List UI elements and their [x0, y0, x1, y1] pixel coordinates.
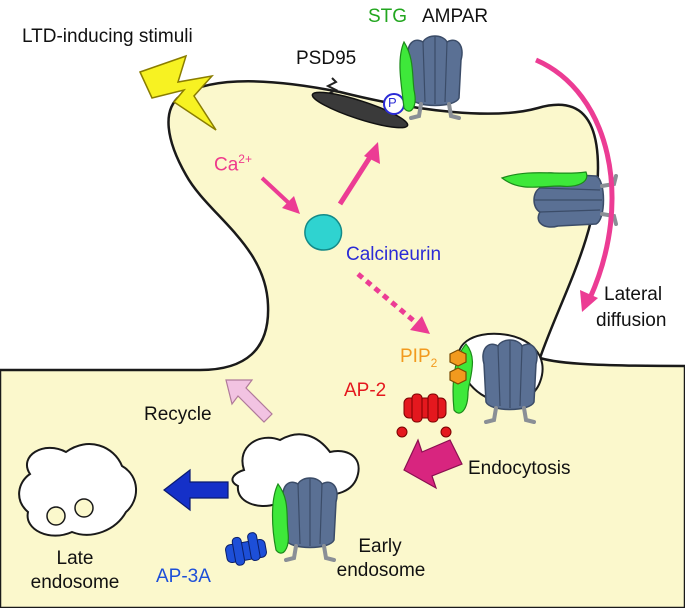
early-stg-icon — [271, 482, 289, 554]
endocytosis-label: Endocytosis — [468, 458, 571, 479]
late-label-line1: Late — [56, 548, 94, 569]
endocytosis-arrow — [403, 438, 463, 490]
early-label-line2: endosome — [336, 560, 426, 581]
late-label-line2: endosome — [30, 572, 120, 593]
calcineurin-to-pit-arrow — [356, 272, 422, 328]
pip2-icon — [449, 349, 467, 385]
lateral-stg-icon — [500, 171, 588, 188]
early-label-line1: Early — [358, 536, 402, 557]
vesicle-icon — [74, 498, 94, 518]
dashed-arrowhead — [410, 316, 430, 334]
calcineurin-to-psd95-arrow — [337, 152, 375, 206]
pip2-label: PIP2 — [400, 346, 438, 370]
ca-arrowhead — [282, 196, 300, 214]
ap3a-icon — [225, 532, 267, 566]
recycle-arrow — [225, 379, 273, 423]
ap2-label: AP-2 — [344, 380, 387, 401]
lateral-label-line2: diffusion — [596, 310, 667, 331]
phospho-label: P — [388, 95, 397, 110]
calcineurin-arrowhead — [364, 142, 380, 164]
ap3a-label: AP-3A — [156, 566, 211, 587]
ca-label: Ca2+ — [214, 152, 252, 176]
ampar-label: AMPAR — [422, 6, 489, 27]
psd95-label: PSD95 — [296, 48, 357, 69]
lightning-icon — [138, 54, 217, 131]
ca-arrow — [260, 176, 294, 208]
recycle-label: Recycle — [144, 404, 212, 425]
lateral-diffusion-arrow — [535, 57, 615, 300]
stg-icon — [399, 40, 416, 112]
lateral-arrowhead — [580, 290, 598, 312]
calcineurin-icon — [304, 214, 343, 251]
stimuli-label: LTD-inducing stimuli — [22, 26, 193, 47]
stg-label: STG — [368, 6, 408, 27]
lateral-label-line1: Lateral — [604, 284, 663, 305]
to-late-endosome-arrow — [163, 468, 229, 512]
late-endosome — [18, 443, 137, 537]
vesicle-icon — [46, 506, 66, 526]
calcineurin-label: Calcineurin — [346, 244, 442, 265]
psd95-icon — [311, 77, 409, 129]
ampar-icon — [405, 34, 465, 120]
ap2-icon — [396, 393, 452, 438]
